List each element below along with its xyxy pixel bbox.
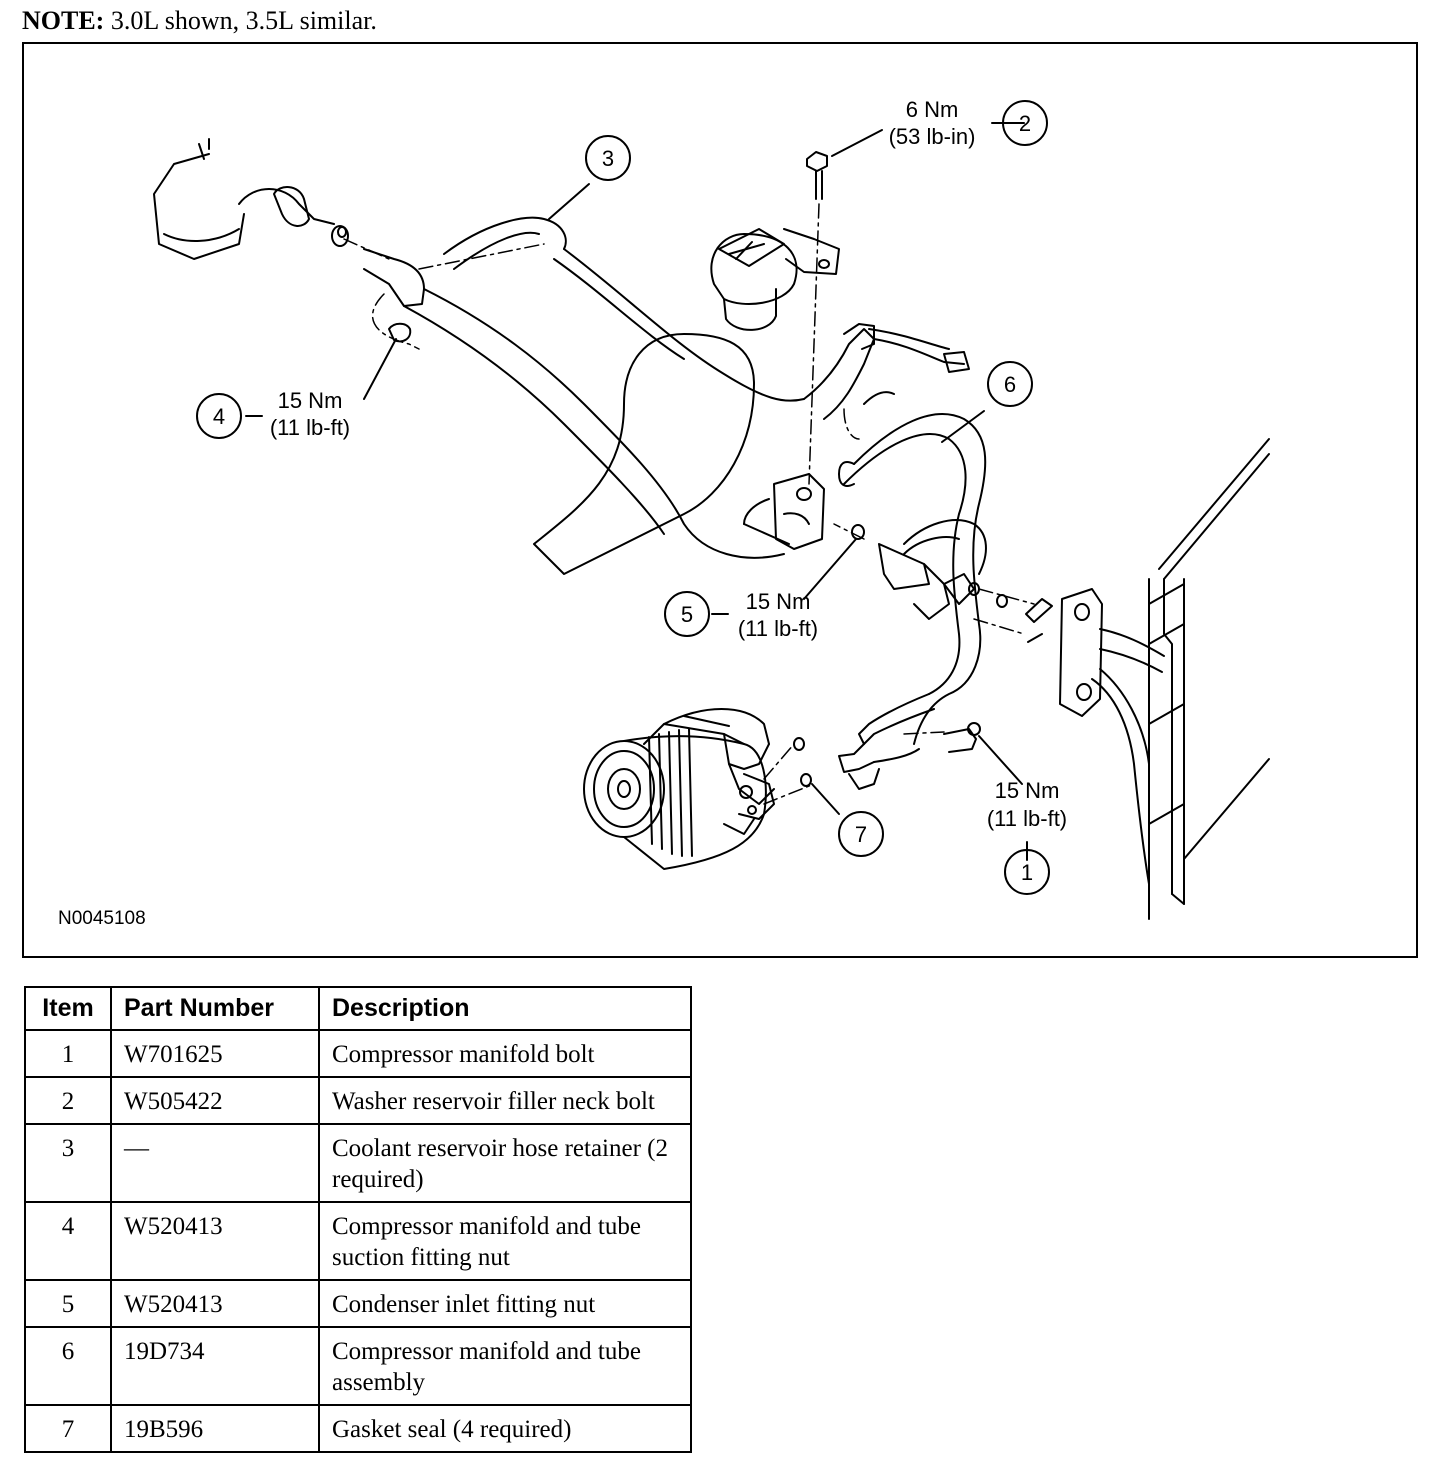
table-row: 2 W505422 Washer reservoir filler neck b…	[24, 1076, 692, 1125]
condenser-fitting-drawing	[1025, 588, 1165, 885]
callout-1-torque-imperial: (11 lb-ft)	[987, 806, 1067, 831]
callout-3-number: 3	[602, 146, 614, 171]
coolant-reservoir-drawing	[533, 228, 840, 575]
callout-7-number: 7	[855, 822, 867, 847]
header-item: Item	[24, 986, 112, 1031]
parts-table: Item Part Number Description 1 W701625 C…	[24, 986, 692, 1453]
alignment-lines-drawing	[343, 203, 1035, 805]
callout-5-circle	[664, 591, 710, 637]
callout-6-number: 6	[1004, 372, 1016, 397]
description-cell: Compressor manifold and tube assembly	[318, 1326, 692, 1406]
table-header-row: Item Part Number Description	[24, 986, 692, 1031]
callout-2-circle	[1002, 100, 1048, 146]
description-cell: Compressor manifold and tube suction fit…	[318, 1201, 692, 1281]
table-row: 6 19D734 Compressor manifold and tube as…	[24, 1326, 692, 1406]
header-part-number: Part Number	[110, 986, 320, 1031]
callout-6-circle	[987, 361, 1033, 407]
callout-5-torque-nm: 15 Nm	[746, 589, 811, 614]
table-row: 1 W701625 Compressor manifold bolt	[24, 1029, 692, 1078]
item-cell: 3	[24, 1123, 112, 1203]
note: NOTE: 3.0L shown, 3.5L similar.	[22, 6, 377, 36]
callout-leaders	[245, 122, 1028, 861]
callout-5-torque-imperial: (11 lb-ft)	[738, 616, 818, 641]
table-row: 5 W520413 Condenser inlet fitting nut	[24, 1279, 692, 1328]
item-cell: 6	[24, 1326, 112, 1406]
callout-1-circle	[1004, 849, 1050, 895]
item-cell: 2	[24, 1076, 112, 1125]
part-number-cell: W520413	[110, 1279, 320, 1328]
part-number-cell: W520413	[110, 1201, 320, 1281]
fasteners-drawing	[337, 151, 1008, 787]
description-cell: Compressor manifold bolt	[318, 1029, 692, 1078]
part-number-cell: —	[110, 1123, 320, 1203]
part-number-cell: W505422	[110, 1076, 320, 1125]
callout-1-number: 1	[1021, 860, 1033, 885]
callout-4-torque-nm: 15 Nm	[278, 388, 343, 413]
callout-2-torque-imperial: (53 lb-in)	[889, 124, 976, 149]
upper-hoses-drawing	[153, 138, 970, 559]
callout-circles	[196, 100, 1050, 895]
header-description: Description	[318, 986, 692, 1031]
callout-4-circle	[196, 393, 242, 439]
callout-1-torque-nm: 15 Nm	[995, 778, 1060, 803]
table-row: 3 — Coolant reservoir hose retainer (2 r…	[24, 1123, 692, 1203]
description-cell: Gasket seal (4 required)	[318, 1404, 692, 1453]
item-cell: 7	[24, 1404, 112, 1453]
part-number-cell: 19D734	[110, 1326, 320, 1406]
note-label: NOTE:	[22, 6, 105, 35]
table-row: 7 19B596 Gasket seal (4 required)	[24, 1404, 692, 1453]
exploded-diagram: 1 15 Nm (11 lb-ft) 2 6 Nm (53 lb-in) 3 4…	[22, 42, 1418, 958]
description-cell: Condenser inlet fitting nut	[318, 1279, 692, 1328]
condenser-drawing	[1148, 438, 1270, 920]
callout-3-circle	[585, 135, 631, 181]
callout-4-number: 4	[213, 404, 225, 429]
callout-5-number: 5	[681, 602, 693, 627]
part-number-cell: 19B596	[110, 1404, 320, 1453]
manifold-tube-drawing	[838, 391, 987, 790]
compressor-drawing	[583, 708, 775, 870]
callout-2-number: 2	[1019, 111, 1031, 136]
diagram-drawing: 1 15 Nm (11 lb-ft) 2 6 Nm (53 lb-in) 3 4…	[153, 97, 1270, 920]
table-row: 4 W520413 Compressor manifold and tube s…	[24, 1201, 692, 1281]
description-cell: Coolant reservoir hose retainer (2 requi…	[318, 1123, 692, 1203]
item-cell: 5	[24, 1279, 112, 1328]
note-text: 3.0L shown, 3.5L similar.	[104, 6, 377, 35]
callout-2-torque-nm: 6 Nm	[906, 97, 959, 122]
center-bracket-drawing	[743, 473, 825, 550]
figure-id: N0045108	[58, 908, 146, 929]
callout-4-torque-imperial: (11 lb-ft)	[270, 415, 350, 440]
item-cell: 1	[24, 1029, 112, 1078]
callout-7-circle	[838, 811, 884, 857]
part-number-cell: W701625	[110, 1029, 320, 1078]
item-cell: 4	[24, 1201, 112, 1281]
description-cell: Washer reservoir filler neck bolt	[318, 1076, 692, 1125]
